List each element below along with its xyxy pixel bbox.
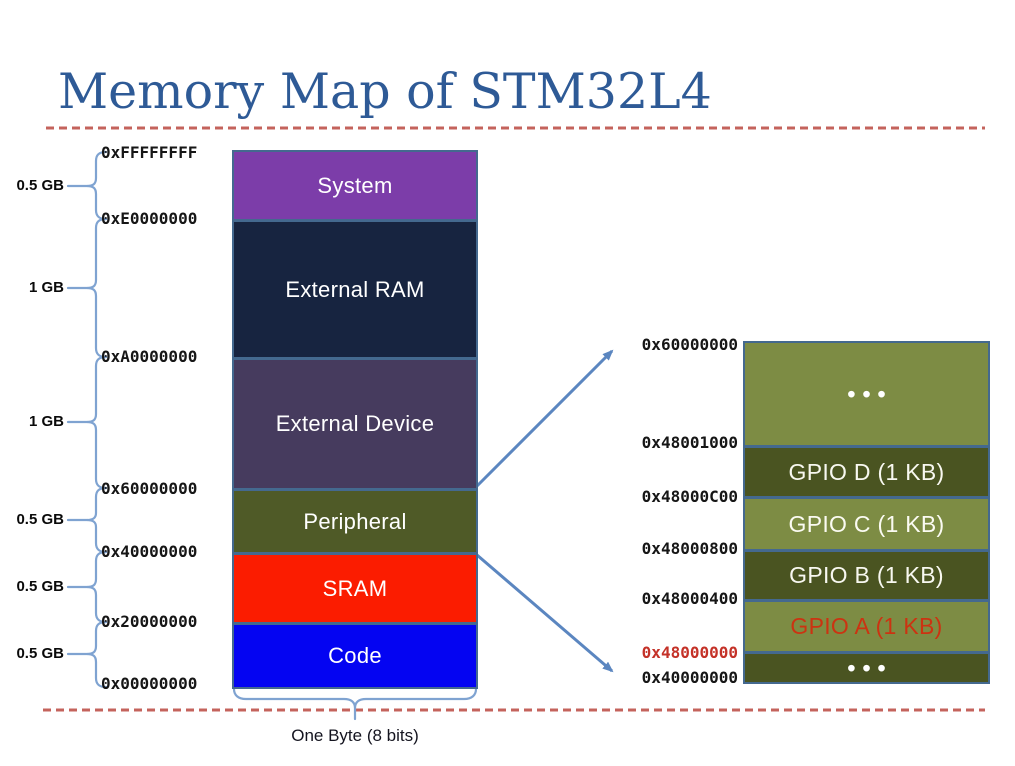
detail-row-ellipsis: •••: [745, 651, 988, 682]
region-label: Code: [328, 643, 382, 668]
address-label: 0x20000000: [101, 612, 198, 631]
detail-row-gpio-d: GPIO D (1 KB): [745, 445, 988, 496]
address-label: 0xA0000000: [101, 347, 198, 366]
zoom-arrow-upper-icon: [475, 349, 614, 488]
address-label: 0x48000C00: [641, 487, 738, 506]
address-label: 0x00000000: [101, 674, 198, 693]
detail-row-ellipsis: •••: [745, 343, 988, 445]
region-system: System: [234, 152, 476, 219]
region-code: Code: [234, 622, 476, 687]
address-label: 0x60000000: [101, 479, 198, 498]
detail-row-gpio-c: GPIO C (1 KB): [745, 496, 988, 549]
size-label: 1 GB: [28, 413, 64, 430]
address-label: 0x60000000: [641, 335, 738, 354]
page-title: Memory Map of STM32L4: [58, 63, 712, 120]
region-peripheral: Peripheral: [234, 488, 476, 552]
detail-row-label: GPIO B (1 KB): [789, 562, 944, 588]
address-label: 0x48000800: [641, 539, 738, 558]
detail-row-gpio-a: GPIO A (1 KB): [745, 599, 988, 651]
address-label: 0x48000000: [641, 643, 738, 662]
size-label: 1 GB: [28, 279, 64, 296]
region-external-device: External Device: [234, 357, 476, 488]
detail-row-label: GPIO D (1 KB): [788, 458, 945, 485]
size-label: 0.5 GB: [16, 645, 64, 662]
zoom-arrow-lower-icon: [476, 553, 614, 673]
size-label: 0.5 GB: [16, 578, 64, 595]
address-label: 0xE0000000: [101, 209, 198, 228]
size-label: 0.5 GB: [16, 177, 64, 194]
region-label: SRAM: [322, 575, 388, 601]
address-label: 0x48000400: [641, 589, 738, 608]
address-label: 0x48001000: [641, 433, 738, 452]
size-brace-external-device: [86, 355, 108, 490]
address-label: 0x40000000: [641, 668, 738, 687]
region-label: Peripheral: [303, 508, 407, 534]
region-label: System: [317, 172, 393, 198]
detail-row-label: GPIO A (1 KB): [790, 613, 943, 639]
detail-row-label: GPIO C (1 KB): [788, 510, 945, 537]
address-label: 0x40000000: [101, 542, 198, 561]
region-label: External RAM: [285, 276, 425, 302]
byte-width-brace: [232, 687, 478, 709]
ellipsis-icon: •••: [847, 654, 893, 681]
region-sram: SRAM: [234, 552, 476, 622]
byte-width-note: One Byte (8 bits): [291, 726, 419, 745]
region-external-ram: External RAM: [234, 219, 476, 357]
size-brace-external-ram: [86, 217, 108, 359]
memory-map-column: System External RAM External Device Peri…: [232, 150, 478, 689]
address-label: 0xFFFFFFFF: [101, 143, 198, 162]
peripheral-detail-column: ••• GPIO D (1 KB) GPIO C (1 KB) GPIO B (…: [743, 341, 990, 684]
detail-row-gpio-b: GPIO B (1 KB): [745, 549, 988, 599]
region-label: External Device: [275, 411, 435, 436]
ellipsis-icon: •••: [847, 380, 893, 407]
size-label: 0.5 GB: [16, 511, 64, 528]
